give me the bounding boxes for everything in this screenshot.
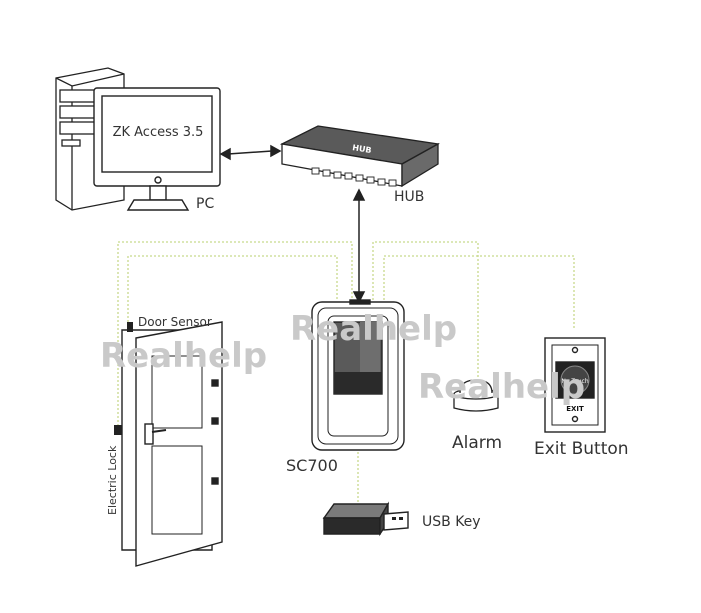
usb-key-label: USB Key <box>422 514 481 530</box>
hub-ports <box>311 167 397 187</box>
sc700-label: SC700 <box>286 456 338 475</box>
pc-monitor <box>93 87 221 211</box>
door-sensor-label: Door Sensor <box>138 315 212 329</box>
arrow-head-left <box>219 147 231 161</box>
pc-label: PC <box>196 196 214 212</box>
watermark: Realhelp <box>100 336 267 376</box>
arrow-head-right <box>270 144 282 158</box>
wire-exit-button <box>383 255 575 330</box>
watermark: Realhelp <box>418 367 585 407</box>
watermark: Realhelp <box>290 309 457 349</box>
hub-label: HUB <box>394 189 424 205</box>
alarm-device <box>453 379 499 412</box>
network-arrows <box>219 144 366 304</box>
wire-electric-lock <box>117 241 353 430</box>
sc700-device <box>311 299 405 451</box>
electric-lock-block <box>114 425 122 435</box>
hub-plate-label: HUB <box>352 143 372 155</box>
arrow-head-down <box>352 291 366 304</box>
usb-key-device <box>322 501 409 537</box>
door-sensor-block <box>127 322 133 332</box>
hub-device <box>279 125 440 188</box>
exit-plate-label: EXIT <box>566 405 584 413</box>
exit-button-device <box>544 337 606 433</box>
wiring <box>117 241 575 430</box>
software-label: ZK Access 3.5 <box>113 125 204 140</box>
wire-door-sensor <box>127 255 338 322</box>
door <box>121 321 223 567</box>
exit-button-label: Exit Button <box>534 439 629 459</box>
arrow-head-up <box>352 188 366 201</box>
alarm-label: Alarm <box>452 433 502 453</box>
no-touch-label: No Touch <box>561 378 588 385</box>
electric-lock-label: Electric Lock <box>106 445 119 515</box>
wire-alarm <box>372 241 479 382</box>
